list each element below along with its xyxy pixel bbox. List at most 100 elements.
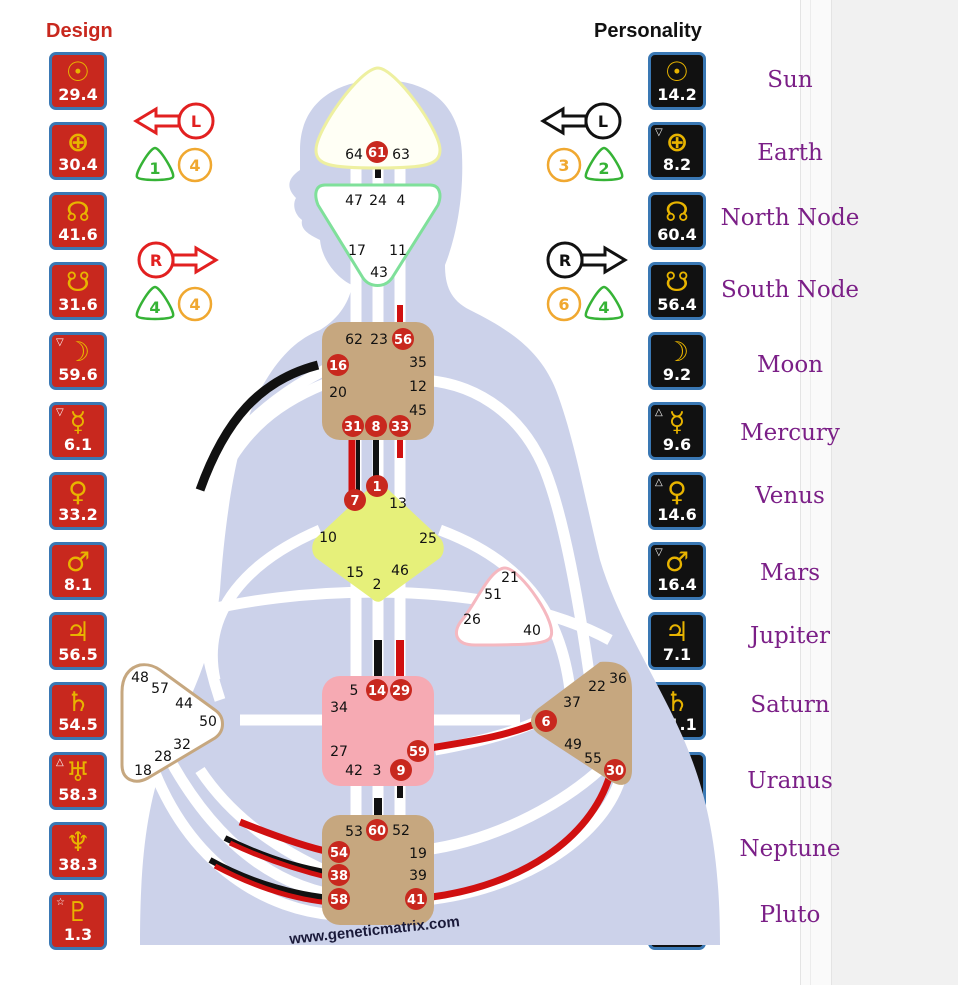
- gate-25[interactable]: 25: [419, 531, 437, 547]
- gate-22[interactable]: 22: [588, 679, 606, 695]
- design-tile-jupiter[interactable]: ♃56.5: [49, 612, 107, 670]
- gate-21[interactable]: 21: [501, 570, 519, 586]
- gate-40[interactable]: 40: [523, 623, 541, 639]
- gate-20[interactable]: 20: [329, 385, 347, 401]
- gate-53[interactable]: 53: [345, 824, 363, 840]
- gate-7[interactable]: 7: [344, 489, 366, 511]
- gate-55[interactable]: 55: [584, 751, 602, 767]
- design-tile-mars[interactable]: ♂8.1: [49, 542, 107, 600]
- gate-3[interactable]: 3: [373, 763, 382, 779]
- gate-24[interactable]: 24: [369, 193, 387, 209]
- gate-43[interactable]: 43: [370, 265, 388, 281]
- personality-tile-sun[interactable]: ☉14.2: [648, 52, 706, 110]
- ajna-center[interactable]: [314, 183, 442, 287]
- gate-4[interactable]: 4: [397, 193, 406, 209]
- design-tile-earth[interactable]: ⊕30.4: [49, 122, 107, 180]
- design-tile-pluto[interactable]: ☆♇1.3: [49, 892, 107, 950]
- gate-35[interactable]: 35: [409, 355, 427, 371]
- personality-tile-mars[interactable]: ▽♂16.4: [648, 542, 706, 600]
- design-tile-mercury[interactable]: ▽☿6.1: [49, 402, 107, 460]
- gate-number: 1: [372, 480, 381, 495]
- throat-center[interactable]: [322, 322, 434, 440]
- gate-52[interactable]: 52: [392, 823, 410, 839]
- gate-38[interactable]: 38: [328, 864, 350, 886]
- gate-19[interactable]: 19: [409, 846, 427, 862]
- gate-37[interactable]: 37: [563, 695, 581, 711]
- design-tile-venus[interactable]: ♀33.2: [49, 472, 107, 530]
- gate-18[interactable]: 18: [134, 763, 152, 779]
- gate-31[interactable]: 31: [342, 415, 364, 437]
- gate-26[interactable]: 26: [463, 612, 481, 628]
- gate-48[interactable]: 48: [131, 670, 149, 686]
- gate-13[interactable]: 13: [389, 496, 407, 512]
- gate-51[interactable]: 51: [484, 587, 502, 603]
- gate-number: 30: [606, 764, 624, 779]
- head-center[interactable]: [314, 66, 442, 170]
- gate-41[interactable]: 41: [405, 888, 427, 910]
- gate-58[interactable]: 58: [328, 888, 350, 910]
- gate-15[interactable]: 15: [346, 565, 364, 581]
- gate-42[interactable]: 42: [345, 763, 363, 779]
- gate-36[interactable]: 36: [609, 671, 627, 687]
- gate-59[interactable]: 59: [407, 740, 429, 762]
- design-tile-moon[interactable]: ▽☽59.6: [49, 332, 107, 390]
- g-center[interactable]: [312, 480, 444, 602]
- personality-tile-south-node[interactable]: ☋56.4: [648, 262, 706, 320]
- personality-tile-jupiter[interactable]: ♃7.1: [648, 612, 706, 670]
- gate-10[interactable]: 10: [319, 530, 337, 546]
- gate-34[interactable]: 34: [330, 700, 348, 716]
- gate-63[interactable]: 63: [392, 147, 410, 163]
- gate-number: 56: [394, 333, 412, 348]
- gate-49[interactable]: 49: [564, 737, 582, 753]
- sacral-center[interactable]: [322, 676, 434, 786]
- gate-30[interactable]: 30: [604, 759, 626, 781]
- gate-54[interactable]: 54: [328, 841, 350, 863]
- design-tile-north-node[interactable]: ☊41.6: [49, 192, 107, 250]
- gate-50[interactable]: 50: [199, 714, 217, 730]
- gate-28[interactable]: 28: [154, 749, 172, 765]
- gate-17[interactable]: 17: [348, 243, 366, 259]
- personality-tile-venus[interactable]: △♀14.6: [648, 472, 706, 530]
- solar-plexus-center[interactable]: [531, 661, 632, 785]
- gate-45[interactable]: 45: [409, 403, 427, 419]
- design-tile-saturn[interactable]: ♄54.5: [49, 682, 107, 740]
- gate-33[interactable]: 33: [389, 415, 411, 437]
- personality-tile-moon[interactable]: ☽9.2: [648, 332, 706, 390]
- gate-39[interactable]: 39: [409, 868, 427, 884]
- spleen-center[interactable]: [120, 663, 224, 783]
- gate-23[interactable]: 23: [370, 332, 388, 348]
- personality-tile-earth[interactable]: ▽⊕8.2: [648, 122, 706, 180]
- gate-29[interactable]: 29: [390, 679, 412, 701]
- gate-9[interactable]: 9: [390, 759, 412, 781]
- design-tile-sun[interactable]: ☉29.4: [49, 52, 107, 110]
- gate-12[interactable]: 12: [409, 379, 427, 395]
- heart-center[interactable]: [454, 566, 554, 647]
- gate-60[interactable]: 60: [366, 819, 388, 841]
- gate-5[interactable]: 5: [350, 683, 359, 699]
- personality-tile-north-node[interactable]: ☊60.4: [648, 192, 706, 250]
- gate-8[interactable]: 8: [365, 415, 387, 437]
- gate-1[interactable]: 1: [366, 475, 388, 497]
- gate-16[interactable]: 16: [327, 354, 349, 376]
- gate-61[interactable]: 61: [366, 141, 388, 163]
- gate-62[interactable]: 62: [345, 332, 363, 348]
- variable-value: 4: [189, 295, 200, 314]
- design-tile-south-node[interactable]: ☋31.6: [49, 262, 107, 320]
- gate-47[interactable]: 47: [345, 193, 363, 209]
- personality-tile-mercury[interactable]: △☿9.6: [648, 402, 706, 460]
- design-tile-uranus[interactable]: △♅58.3: [49, 752, 107, 810]
- gate-2[interactable]: 2: [373, 577, 382, 593]
- design-tile-neptune[interactable]: ♆38.3: [49, 822, 107, 880]
- gate-64[interactable]: 64: [345, 147, 363, 163]
- gate-46[interactable]: 46: [391, 563, 409, 579]
- gate-44[interactable]: 44: [175, 696, 193, 712]
- gate-14[interactable]: 14: [366, 679, 388, 701]
- gate-27[interactable]: 27: [330, 744, 348, 760]
- gate-56[interactable]: 56: [392, 328, 414, 350]
- gate-57[interactable]: 57: [151, 681, 169, 697]
- gate-32[interactable]: 32: [173, 737, 191, 753]
- planet-symbol-icon: ♂: [664, 547, 690, 578]
- gate-11[interactable]: 11: [389, 243, 407, 259]
- gate-6[interactable]: 6: [535, 710, 557, 732]
- scrollbar-track[interactable]: [800, 0, 832, 985]
